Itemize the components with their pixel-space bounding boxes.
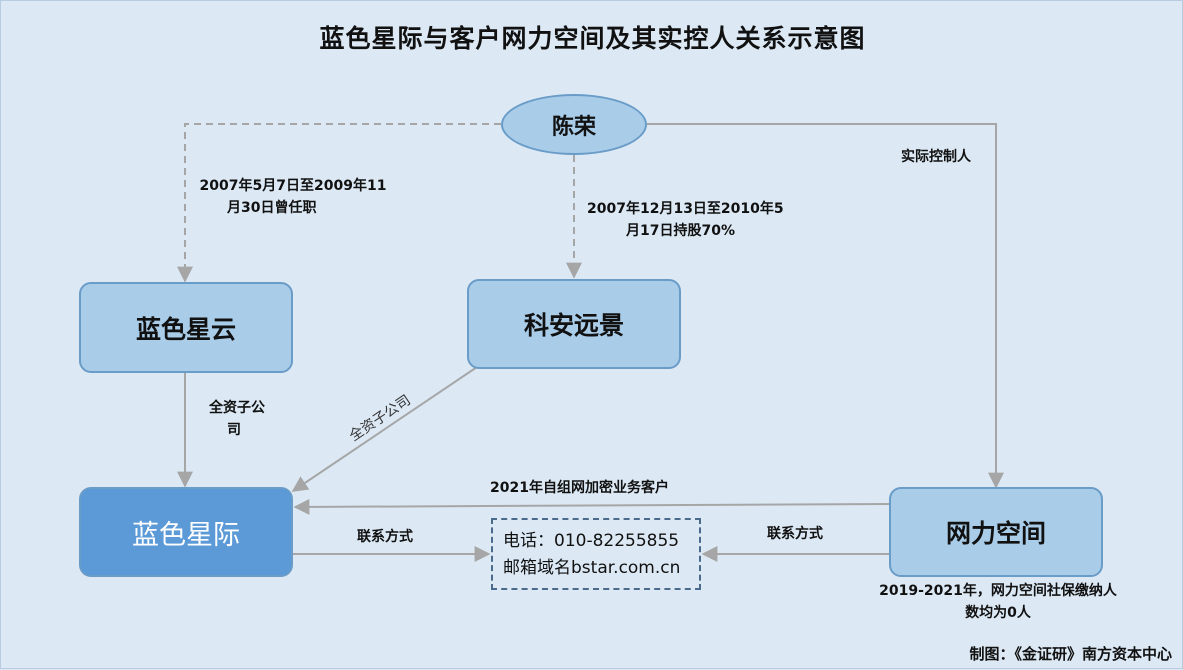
diagram-title: 蓝色星际与客户网力空间及其实控人关系示意图	[319, 24, 866, 53]
node-chenrong: 陈荣	[501, 94, 647, 155]
controller-label: 实际控制人	[901, 149, 971, 165]
tenure-dashed-arrow	[177, 123, 501, 283]
contact-method-left-label: 联系方式	[357, 529, 413, 545]
footer-credit: 制图：《金证研》南方资本中心	[969, 645, 1172, 663]
node-kean-yuanjing: 科安远景	[467, 279, 681, 369]
social-security-line2: 数均为0人	[965, 605, 1031, 621]
wholly-owned-label: 全资子公 司	[197, 397, 277, 441]
client-label: 2021年自组网加密业务客户	[490, 480, 669, 496]
contact-box: 电话：010-82255855 邮箱域名bstar.com.cn	[491, 518, 701, 590]
node-lanse-xingyun: 蓝色星云	[79, 282, 293, 373]
wholly-owned-label-line2: 司	[227, 422, 241, 438]
tenure-label-line1: 2007年5月7日至2009年11	[199, 178, 387, 194]
contact-method-right-label: 联系方式	[767, 526, 823, 542]
tenure-label: 2007年5月7日至2009年11 月30日曾任职	[193, 175, 393, 219]
node-lanse-xingji: 蓝色星际	[79, 487, 293, 577]
node-wangli-kongjian: 网力空间	[889, 487, 1103, 577]
holding-label-line2: 月17日持股70%	[626, 223, 735, 239]
social-security-label: 2019-2021年，网力空间社保缴纳人 数均为0人	[863, 580, 1133, 624]
tenure-label-line2: 月30日曾任职	[227, 200, 317, 216]
holding-label-line1: 2007年12月13日至2010年5	[587, 201, 784, 217]
client-arrow	[293, 498, 890, 515]
contact-phone: 电话：010-82255855	[503, 531, 680, 551]
holding-label: 2007年12月13日至2010年5 月17日持股70%	[587, 198, 784, 242]
social-security-line1: 2019-2021年，网力空间社保缴纳人	[879, 583, 1117, 599]
kean-to-xingji-arrow	[291, 366, 478, 492]
controller-arrow	[647, 123, 1004, 489]
wholly-owned-label-line1: 全资子公	[209, 400, 265, 416]
contact-email: 邮箱域名bstar.com.cn	[503, 558, 681, 578]
